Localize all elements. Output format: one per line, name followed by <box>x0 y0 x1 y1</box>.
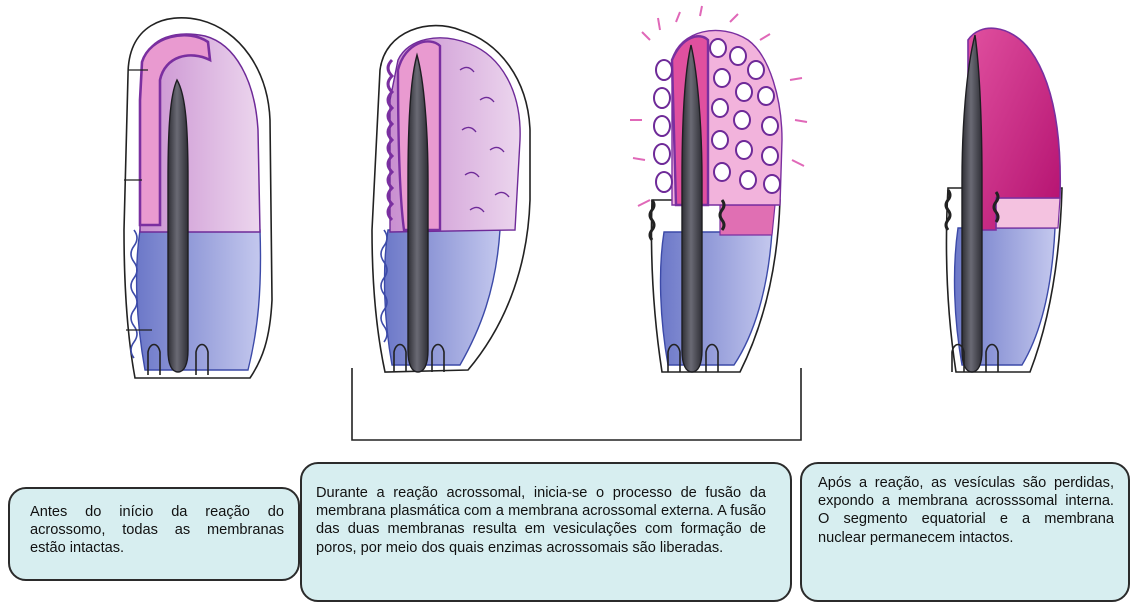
equatorial-segment <box>720 205 775 235</box>
nucleus <box>168 80 188 372</box>
caption-after-reaction: Após a reação, as vesículas são perdidas… <box>800 462 1130 602</box>
sperm-head-fusion <box>372 26 530 372</box>
caption-before-text: Antes do início da reação do acrossomo, … <box>30 504 284 556</box>
post-acrosomal-region <box>137 230 261 370</box>
nucleus <box>962 35 982 372</box>
sperm-head-after <box>946 28 1062 372</box>
stage-bracket <box>352 368 801 440</box>
nucleus <box>408 55 428 372</box>
equatorial-segment <box>996 198 1060 228</box>
caption-during-text: Durante a reação acrossomal, inicia-se o… <box>316 485 766 556</box>
sperm-head-vesicles <box>630 6 807 372</box>
sperm-head-intact <box>124 18 272 378</box>
caption-during-reaction: Durante a reação acrossomal, inicia-se o… <box>300 462 792 602</box>
caption-before-reaction: Antes do início da reação do acrossomo, … <box>8 487 300 581</box>
caption-after-text: Após a reação, as vesículas são perdidas… <box>818 475 1114 546</box>
